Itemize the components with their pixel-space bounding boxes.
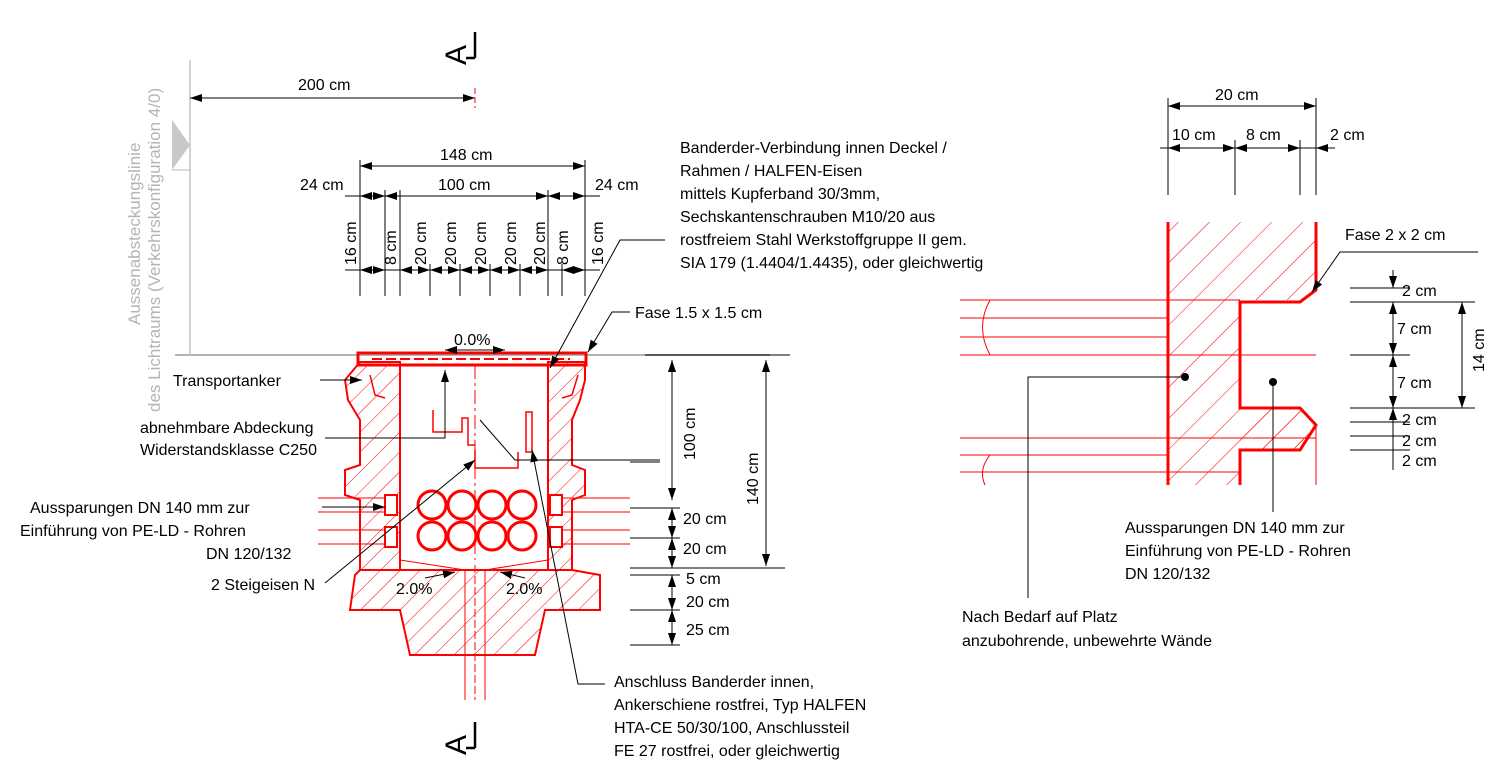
label-bander-5: rostfreiem Stahl Werkstoffgruppe II gem.	[680, 232, 967, 249]
left-annotations: Transportanker abnehmbare Abdeckung Wide…	[20, 140, 983, 760]
label-bedarf-1: Nach Bedarf auf Platz	[962, 609, 1118, 626]
label-anschluss-4: FE 27 rostfrei, oder gleichwertig	[614, 743, 840, 760]
dim-r-v2d: 2 cm	[1402, 453, 1437, 470]
dim-16-right: 16 cm	[590, 221, 607, 265]
slope-right: 2.0%	[506, 581, 542, 598]
dim-h20c: 20 cm	[686, 594, 730, 611]
label-bander-4: Sechskantenschrauben M10/20 aus	[680, 209, 935, 226]
label-bander-3: mittels Kupferband 30/3mm,	[680, 186, 880, 203]
dim-24-left: 24 cm	[300, 177, 344, 194]
label-aussp-right-1: Aussparungen DN 140 mm zur	[1125, 520, 1345, 537]
dim-r-20: 20 cm	[1215, 87, 1259, 104]
slope-top: 0.0%	[454, 332, 490, 349]
dim-r-v2c: 2 cm	[1402, 433, 1437, 450]
dim-20-2: 20 cm	[443, 221, 460, 265]
dim-h20b: 20 cm	[683, 541, 727, 558]
shaft-section	[318, 351, 630, 700]
left-height-dims: 100 cm 140 cm 20 cm 20 cm 5 cm 20 cm 25 …	[396, 332, 790, 646]
dim-20-1: 20 cm	[413, 221, 430, 265]
section-marker-top: A	[440, 32, 477, 65]
dim-8-right: 8 cm	[555, 230, 572, 265]
label-abdeckung-1: abnehmbare Abdeckung	[140, 420, 313, 437]
label-abdeckung-2: Widerstandsklasse C250	[140, 442, 317, 459]
dim-r-8: 8 cm	[1246, 127, 1281, 144]
dim-r-v2a: 2 cm	[1402, 283, 1437, 300]
dim-16-left: 16 cm	[343, 221, 360, 265]
label-aussp-right-2: Einführung von PE-LD - Rohren	[1125, 543, 1351, 560]
label-fase-left: Fase 1.5 x 1.5 cm	[635, 305, 762, 322]
label-anschluss-1: Anschluss Banderder innen,	[614, 674, 814, 691]
label-bander-2: Rahmen / HALFEN-Eisen	[680, 163, 862, 180]
clearance-reference: Aussenabsteckungslinie des Lichtraums (V…	[125, 60, 770, 412]
dim-100-top: 100 cm	[438, 177, 490, 194]
label-aussp-left-2: Einführung von PE-LD - Rohren	[20, 523, 246, 540]
dim-r-v2b: 2 cm	[1402, 412, 1437, 429]
label-fase-right: Fase 2 x 2 cm	[1345, 227, 1445, 244]
label-bedarf-2: anzubohrende, unbewehrte Wände	[962, 633, 1212, 650]
section-label-top: A	[440, 45, 473, 65]
dim-200: 200 cm	[298, 77, 350, 94]
label-anschluss-2: Ankerschiene rostfrei, Typ HALFEN	[614, 697, 866, 714]
dim-r-v7a: 7 cm	[1397, 321, 1432, 338]
section-label-bottom: A	[440, 735, 473, 755]
dim-h140: 140 cm	[745, 453, 762, 505]
label-steigeisen: 2 Steigeisen N	[211, 577, 315, 594]
dim-r-v7b: 7 cm	[1397, 375, 1432, 392]
slope-left: 2.0%	[396, 581, 432, 598]
dim-h20a: 20 cm	[683, 511, 727, 528]
label-aussp-left-1: Aussparungen DN 140 mm zur	[30, 500, 250, 517]
label-bander-6: SIA 179 (1.4404/1.4435), oder gleichwert…	[680, 255, 983, 272]
dim-24-right: 24 cm	[595, 177, 639, 194]
label-aussp-left-3: DN 120/132	[206, 546, 291, 563]
dim-h25: 25 cm	[686, 622, 730, 639]
left-dimension-chain: 200 cm 148 cm 100 cm 24 cm 24 cm 16 cm	[190, 77, 639, 296]
dim-r-10: 10 cm	[1172, 127, 1216, 144]
dim-20-4: 20 cm	[503, 221, 520, 265]
label-anschluss-3: HTA-CE 50/30/100, Anschlussteil	[614, 720, 849, 737]
clearance-label-line2: des Lichtraums (Verkehrskonfiguration 4/…	[145, 88, 164, 412]
dim-r-2: 2 cm	[1330, 127, 1365, 144]
dim-r-v14: 14 cm	[1471, 328, 1488, 372]
dim-20-3: 20 cm	[473, 221, 490, 265]
dim-h100: 100 cm	[682, 408, 699, 460]
label-transportanker: Transportanker	[173, 373, 282, 390]
wall-detail: 20 cm 10 cm 8 cm 2 cm	[960, 87, 1488, 650]
label-aussp-right-3: DN 120/132	[1125, 566, 1210, 583]
clearance-label-line1: Aussenabsteckungslinie	[125, 143, 144, 325]
section-marker-bottom: A	[440, 722, 477, 755]
dim-h5: 5 cm	[686, 571, 721, 588]
label-bander-1: Banderder-Verbindung innen Deckel /	[680, 140, 947, 157]
dim-8-left: 8 cm	[383, 230, 400, 265]
dim-148: 148 cm	[440, 147, 492, 164]
dim-20-5: 20 cm	[532, 221, 549, 265]
